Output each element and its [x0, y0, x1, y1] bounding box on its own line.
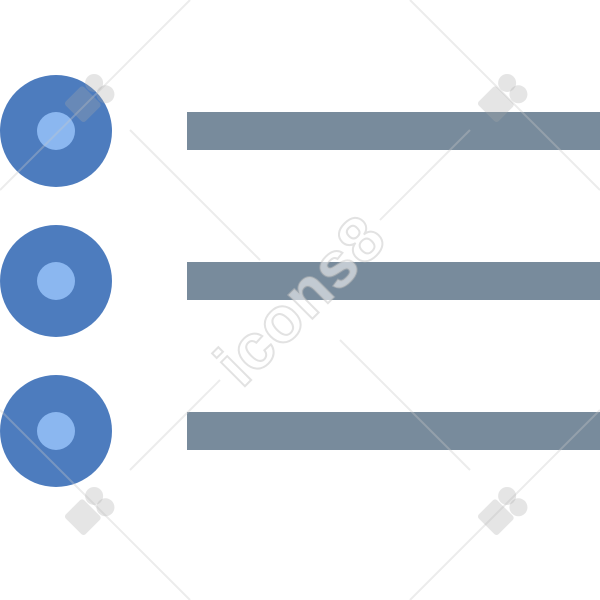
- bullet-inner-1: [37, 112, 75, 150]
- list-line-3: [187, 412, 600, 450]
- list-line-1: [187, 112, 600, 150]
- bullet-inner-2: [37, 262, 75, 300]
- list-row-2: [0, 225, 600, 337]
- list-row-3: [0, 375, 600, 487]
- list-line-2: [187, 262, 600, 300]
- bullet-inner-3: [37, 412, 75, 450]
- list-row-1: [0, 75, 600, 187]
